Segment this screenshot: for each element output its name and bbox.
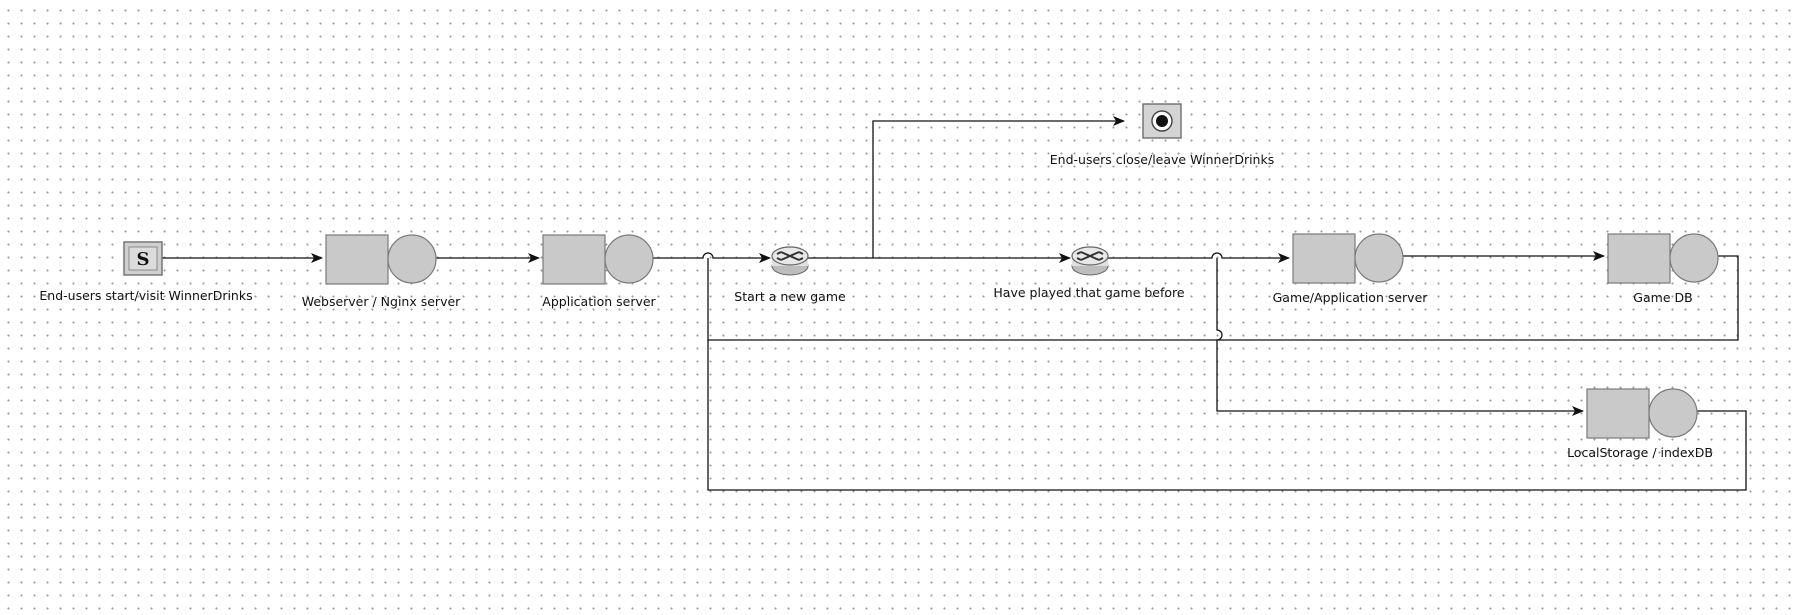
local-storage-station bbox=[1586, 388, 1650, 439]
appserver-label: Application server bbox=[542, 294, 656, 309]
game-db-label: Game DB bbox=[1633, 290, 1693, 305]
connector-game-db-return[interactable] bbox=[707, 255, 1739, 341]
webserver-label: Webserver / Nginx server bbox=[301, 294, 461, 309]
connectors bbox=[162, 116, 1747, 491]
router-played-node[interactable] bbox=[1071, 246, 1109, 276]
connector-new-game-to-end[interactable] bbox=[872, 116, 1125, 258]
connector-played-to-game-app-server[interactable] bbox=[1108, 252, 1290, 263]
router-icon bbox=[1071, 246, 1109, 276]
game-db-queue bbox=[1669, 233, 1719, 283]
webserver-queue bbox=[387, 234, 437, 284]
local-storage-label: LocalStorage / indexDB bbox=[1567, 445, 1713, 460]
svg-text:S: S bbox=[137, 249, 150, 270]
connector-played-to-local-storage[interactable] bbox=[1216, 258, 1584, 416]
game-app-server-node[interactable] bbox=[1292, 233, 1404, 284]
game-db-station bbox=[1607, 233, 1671, 284]
appserver-queue bbox=[604, 234, 654, 284]
appserver-node[interactable] bbox=[542, 234, 654, 285]
appserver-station bbox=[542, 234, 606, 285]
router-new-game-node[interactable] bbox=[771, 246, 809, 276]
game-app-server-station bbox=[1292, 233, 1356, 284]
start-label: End-users start/visit WinnerDrinks bbox=[39, 288, 253, 303]
end-node[interactable] bbox=[1142, 103, 1182, 139]
local-storage-node[interactable] bbox=[1586, 388, 1698, 439]
local-storage-queue bbox=[1648, 388, 1698, 438]
webserver-station bbox=[325, 234, 389, 285]
game-app-server-queue bbox=[1354, 233, 1404, 283]
start-node[interactable]: S bbox=[123, 241, 163, 276]
router-played-label: Have played that game before bbox=[993, 285, 1185, 300]
end-icon bbox=[1142, 103, 1182, 139]
connector-local-storage-return[interactable] bbox=[707, 340, 1747, 491]
router-icon bbox=[771, 246, 809, 276]
router-new-game-label: Start a new game bbox=[734, 289, 846, 304]
connector-appserver-to-new-game[interactable] bbox=[652, 252, 771, 263]
start-icon: S bbox=[123, 241, 163, 276]
webserver-node[interactable] bbox=[325, 234, 437, 285]
end-label: End-users close/leave WinnerDrinks bbox=[1049, 152, 1275, 167]
game-db-node[interactable] bbox=[1607, 233, 1719, 284]
game-app-server-label: Game/Application server bbox=[1272, 290, 1428, 305]
